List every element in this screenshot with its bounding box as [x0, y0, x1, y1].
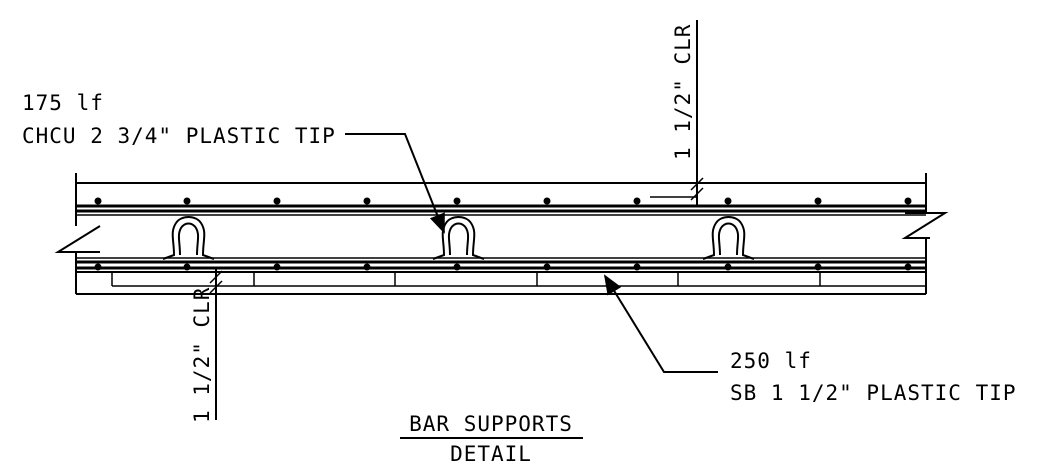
rebar-dot-icon — [453, 197, 461, 205]
rebar-dot-icon — [94, 263, 102, 271]
rebar-dot-icon — [904, 263, 912, 271]
break-line-icon — [901, 212, 949, 239]
rebar-dot-icon — [633, 197, 641, 205]
top-clearance-dimension: 1 1/2" CLR — [650, 20, 704, 206]
rebar-dot-icon — [814, 197, 822, 205]
leader-arrow-icon — [345, 133, 445, 234]
rebar-dot-icon — [724, 197, 732, 205]
chair-callout-qty: 175 lf — [22, 91, 104, 115]
chair-callout-desc: CHCU 2 3/4" PLASTIC TIP — [22, 124, 336, 148]
leader-arrow-icon — [603, 274, 718, 373]
break-line-icon — [54, 225, 101, 253]
chair-support-icon — [162, 216, 215, 260]
rebar-dot-icon — [724, 263, 732, 271]
slab-section — [54, 173, 949, 294]
bottom-mat-rebar — [76, 257, 926, 271]
top-clearance-label: 1 1/2" CLR — [671, 24, 695, 160]
rebar-dot-icon — [814, 263, 822, 271]
chair-support-icon — [432, 216, 485, 260]
rebar-dot-icon — [543, 263, 551, 271]
rebar-dot-icon — [183, 263, 191, 271]
slab-bolster — [76, 271, 926, 295]
chair-callout: 175 lf CHCU 2 3/4" PLASTIC TIP — [22, 91, 445, 234]
rebar-dot-icon — [363, 263, 371, 271]
detail-title-line2: DETAIL — [450, 442, 532, 461]
rebar-dot-icon — [453, 263, 461, 271]
rebar-dot-icon — [363, 197, 371, 205]
bottom-clearance-label: 1 1/2" CLR — [190, 287, 214, 423]
rebar-dot-icon — [273, 197, 281, 205]
slab-bolster-callout-qty: 250 lf — [730, 349, 812, 373]
chair-supports — [162, 216, 755, 260]
rebar-dot-icon — [543, 197, 551, 205]
rebar-dot-icon — [633, 263, 641, 271]
top-mat-rebar — [76, 197, 926, 216]
detail-title-line1: BAR SUPPORTS — [409, 412, 573, 436]
slab-bolster-callout: 250 lf SB 1 1/2" PLASTIC TIP — [603, 274, 1017, 405]
rebar-dot-icon — [183, 197, 191, 205]
rebar-dot-icon — [273, 263, 281, 271]
rebar-dot-icon — [904, 197, 912, 205]
rebar-dot-icon — [94, 197, 102, 205]
detail-title: BAR SUPPORTS DETAIL — [400, 412, 583, 461]
chair-support-icon — [702, 216, 755, 260]
slab-bolster-callout-desc: SB 1 1/2" PLASTIC TIP — [730, 381, 1017, 405]
bottom-clearance-dimension: 1 1/2" CLR — [190, 268, 223, 423]
